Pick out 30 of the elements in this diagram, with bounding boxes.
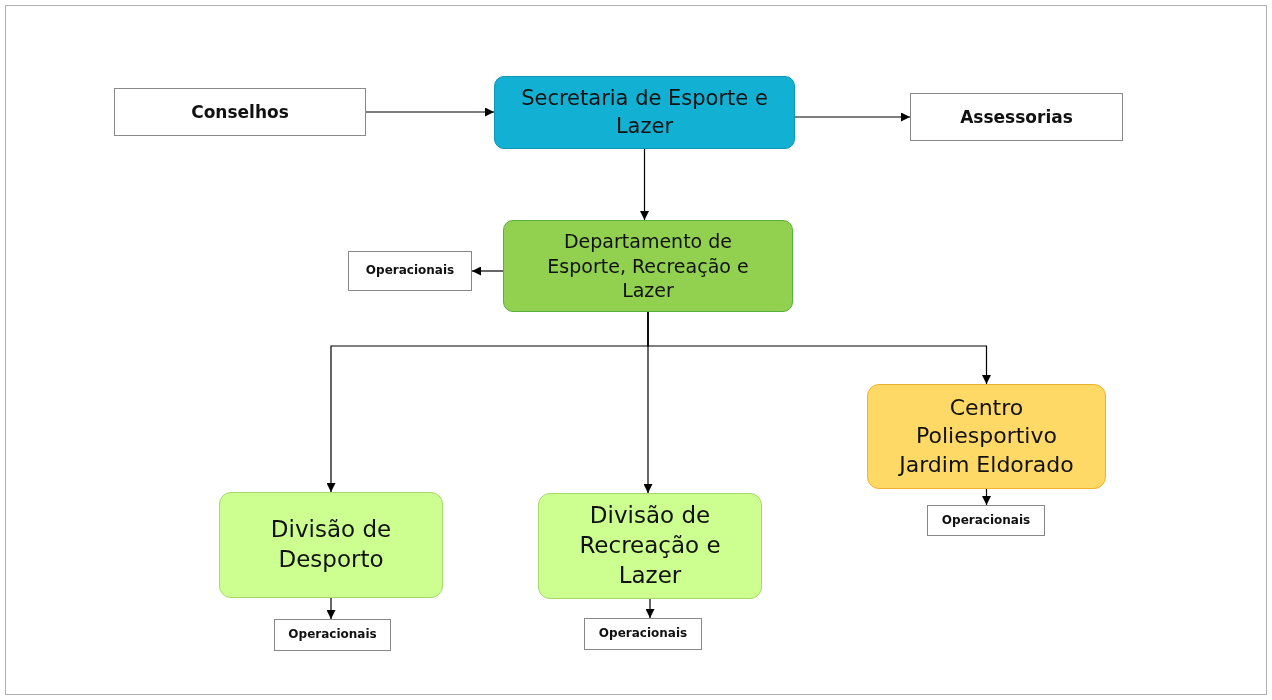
operational-box (584, 618, 702, 650)
node-label: Departamento de Esporte, Recreação e Lazer (546, 228, 750, 304)
node-label: Secretaria de Esporte e Lazer (520, 85, 769, 140)
arrow (640, 148, 649, 221)
node-label: Operacionais (941, 512, 1031, 529)
secretariat-box (494, 76, 795, 149)
unit-box (114, 88, 366, 136)
arrow (982, 488, 991, 506)
node-label: Operacionais (288, 627, 377, 643)
node-label: Operacionais (365, 263, 455, 279)
operational-box (348, 251, 472, 291)
node-label: Divisão de Desporto (269, 515, 393, 574)
node-label: Centro Poliesportivo Jardim Eldorado (897, 393, 1075, 479)
arrow (326, 597, 336, 620)
node-label: Conselhos (191, 100, 289, 124)
operational-box (927, 505, 1045, 536)
node-label: Divisão de Recreação e Lazer (579, 501, 721, 590)
division-box (219, 492, 443, 598)
department-box (503, 220, 793, 312)
operational-box (274, 619, 391, 651)
node-label: Operacionais (598, 626, 688, 642)
arrow (794, 112, 911, 122)
arrow (645, 598, 655, 619)
node-label: Assessorias (960, 105, 1073, 129)
center-box (867, 384, 1106, 489)
unit-box (910, 93, 1123, 141)
division-box (538, 493, 762, 599)
arrow (471, 266, 504, 276)
arrow (365, 107, 495, 117)
arrow (647, 311, 991, 385)
